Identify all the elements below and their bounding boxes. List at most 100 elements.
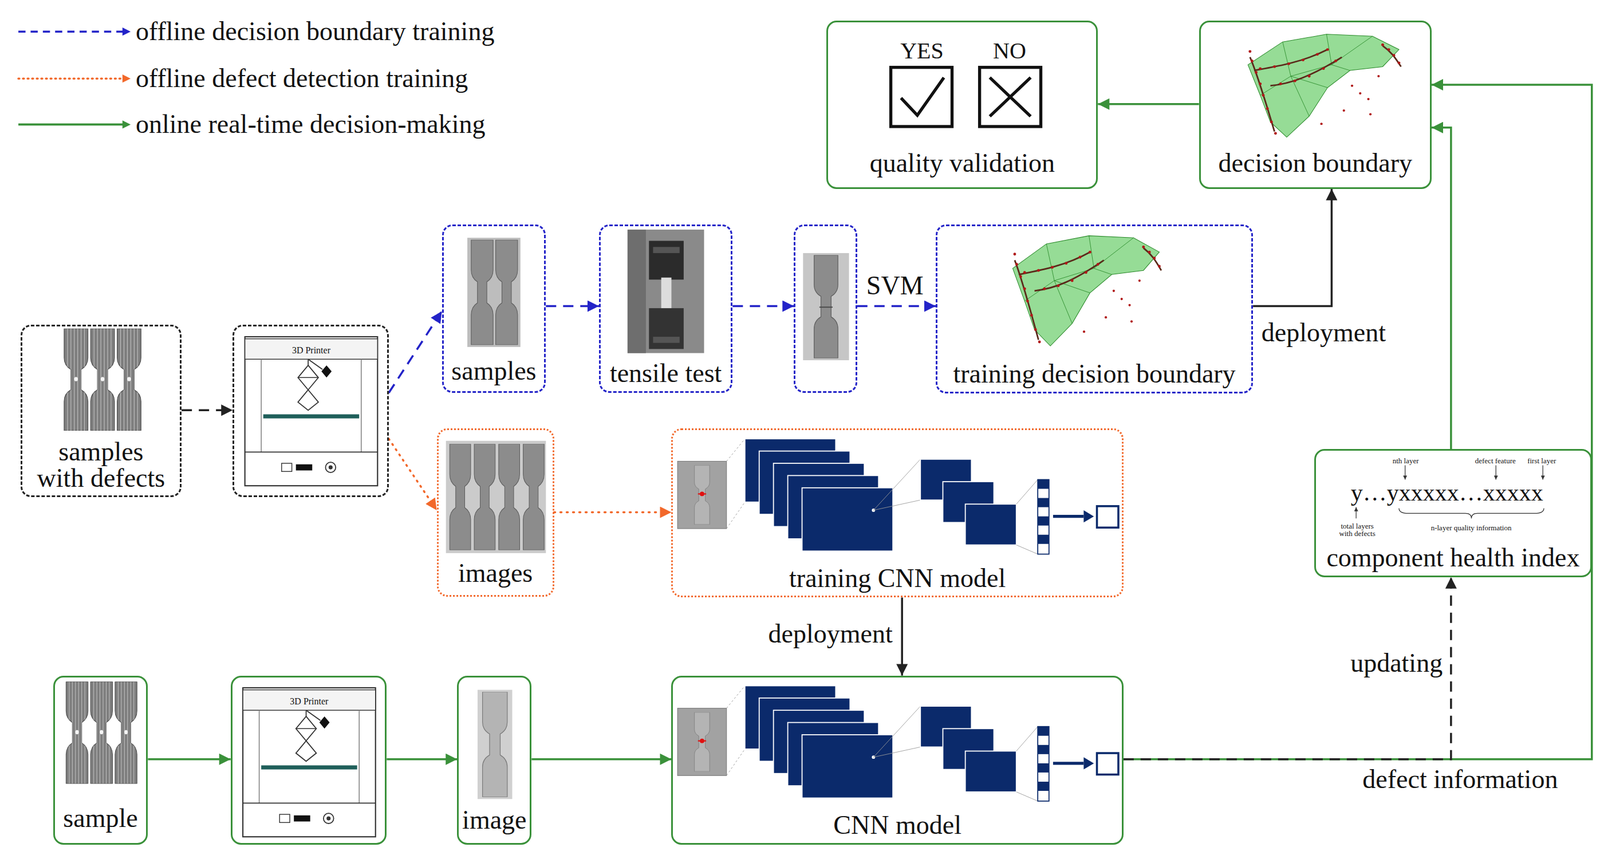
decision-boundary-plot — [1012, 34, 1401, 346]
box-label: 3D Printer — [292, 345, 331, 356]
process-box: samples with defects — [20, 324, 183, 498]
checkbox-icons — [979, 67, 1042, 127]
box-label: training decision boundary — [953, 359, 1236, 389]
connector-arrow — [900, 597, 904, 676]
printer-icon — [242, 336, 378, 837]
printer-box: 3D Printer — [230, 675, 388, 846]
checkbox-icons — [989, 77, 1031, 117]
tensile-machine-photo — [627, 229, 646, 354]
connector-label: deployment — [766, 619, 896, 649]
connector-arrow — [1431, 127, 1452, 449]
box-label: NO — [992, 38, 1027, 64]
specimen-picture — [474, 443, 496, 550]
specimen-picture — [814, 254, 839, 358]
box-label: samples with defects — [34, 438, 168, 492]
connector-arrow — [531, 758, 672, 761]
checkbox-icons — [891, 67, 953, 127]
connector-arrow — [1097, 103, 1199, 106]
process-box: training CNN model — [671, 428, 1123, 598]
box-label: samples — [451, 356, 537, 386]
cnn-icon — [677, 685, 1119, 801]
process-box: decision boundary — [1199, 20, 1432, 189]
box-label: tensile test — [609, 359, 722, 389]
cnn-icon — [677, 438, 1119, 802]
box-label: CNN model — [833, 810, 962, 841]
cnn-icon — [677, 438, 1119, 554]
specimen-picture — [90, 681, 113, 784]
tensile-machine-photo — [661, 277, 672, 311]
index-leader — [1356, 507, 1357, 519]
legend-sample — [18, 27, 131, 129]
index-leader — [1404, 465, 1406, 480]
decision-boundary-plot — [1012, 235, 1161, 346]
index-leader — [1542, 465, 1544, 480]
tensile-machine-photo — [648, 308, 684, 349]
specimen-picture — [115, 681, 137, 784]
box-label: defect feature — [1475, 456, 1516, 465]
legend-sample — [18, 123, 124, 126]
legend-sample — [122, 74, 131, 83]
index-leader — [1495, 465, 1497, 480]
connector-label: defect information — [1360, 765, 1560, 795]
tensile-machine-photo — [627, 229, 705, 354]
printer-icon — [245, 336, 378, 486]
box-label: component health index — [1326, 543, 1580, 573]
legend-sample — [18, 77, 124, 80]
box-label: total layers with defects — [1337, 522, 1378, 538]
box-label: quality validation — [869, 148, 1055, 179]
connector-label: deployment — [1259, 318, 1389, 348]
specimen-box — [793, 224, 857, 393]
box-label: nth layer — [1392, 456, 1420, 465]
specimen-picture — [65, 681, 88, 784]
index-leader — [1398, 507, 1544, 519]
specimen-picture — [471, 239, 494, 346]
legend-sample — [18, 30, 124, 33]
specimen-picture — [819, 306, 833, 308]
process-box: CNN model — [671, 675, 1123, 846]
connector-arrow — [554, 511, 672, 514]
legend-text: offline decision boundary training — [135, 17, 495, 47]
printer-icon — [242, 687, 376, 837]
tensile-machine-photo — [627, 229, 705, 354]
tensile-machine-photo — [652, 246, 680, 254]
specimen-picture — [449, 443, 471, 550]
specimen-picture — [523, 443, 545, 550]
box-label: 3D Printer — [289, 696, 329, 707]
connector-label: SVM — [864, 271, 926, 301]
process-box: image — [456, 675, 532, 846]
box-label: training CNN model — [789, 564, 1006, 594]
connector-arrow — [181, 409, 233, 412]
specimen-picture — [802, 253, 849, 361]
connector-arrow — [388, 310, 443, 393]
checkbox-icons — [891, 67, 1042, 127]
box-label: first layer — [1527, 456, 1556, 465]
box-label: n-layer quality information — [1431, 523, 1512, 532]
connector-arrow — [1123, 577, 1452, 760]
connector-arrow — [732, 305, 794, 308]
specimen-picture — [90, 328, 115, 431]
index-box: nth layer defect feature first layer y…yxxx… — [1314, 448, 1592, 578]
specimen-picture — [467, 237, 521, 348]
box-label: YES — [900, 38, 944, 64]
legend-sample — [122, 27, 131, 36]
legend-sample — [122, 120, 131, 129]
connector-arrow — [545, 305, 599, 308]
checkbox-icons — [989, 77, 1031, 117]
specimen-picture — [477, 690, 513, 800]
decision-boundary-plot — [1247, 34, 1401, 138]
connector-arrow — [1252, 188, 1332, 307]
connector-arrow — [857, 305, 936, 308]
box-label: y…yxxxxx…xxxxx — [1350, 479, 1544, 506]
process-box: tensile test — [598, 224, 733, 393]
process-box: images — [436, 428, 555, 597]
connector-arrow — [388, 438, 437, 511]
box-label: images — [458, 558, 533, 589]
tensile-machine-photo — [652, 336, 680, 344]
specimen-picture — [498, 443, 520, 550]
box-label: decision boundary — [1218, 148, 1413, 179]
result-box: YES NO quality validation — [826, 20, 1098, 189]
connector-arrow — [1123, 84, 1592, 760]
tensile-machine-photo — [648, 241, 684, 281]
checkbox-icons — [900, 77, 944, 116]
specimen-picture — [117, 328, 142, 431]
